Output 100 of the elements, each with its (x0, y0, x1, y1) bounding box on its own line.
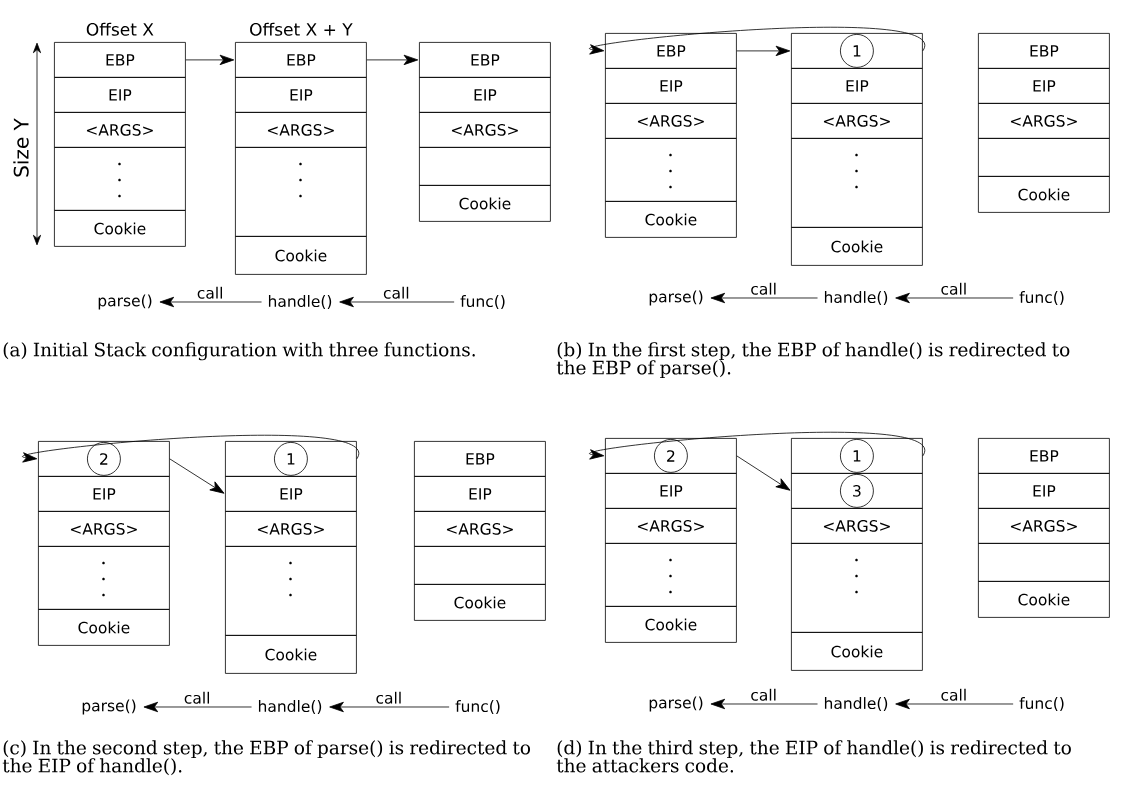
stack-cell (235, 147, 367, 237)
edge-label: call (195, 285, 225, 300)
stack-cell (38, 441, 170, 477)
dimension-label: Size Y (13, 118, 29, 177)
stack-cell: EIP (38, 476, 170, 512)
stack-cell: EBP (605, 33, 737, 69)
stack-cell: Cookie (54, 210, 186, 247)
stack-cell: <ARGS> (978, 103, 1110, 139)
stack-cell: EIP (605, 473, 737, 509)
function-name: parse() (82, 699, 136, 715)
arrow (159, 296, 262, 308)
function-name: func() (1019, 697, 1064, 711)
caption: (c) In the second step, the EBP of parse() is redirected to the EIP of handle(). (2, 740, 531, 776)
stack-cell: Cookie (978, 176, 1110, 213)
arrow (895, 292, 1014, 304)
stack-cell: <ARGS> (791, 103, 923, 139)
edge-label: call (939, 281, 969, 296)
stack-cell: Cookie (414, 584, 546, 621)
stack-cell: <ARGS> (978, 508, 1110, 544)
stack-cell (978, 543, 1110, 582)
arrow (710, 292, 818, 304)
stack-cell: EIP (978, 68, 1110, 104)
arrow (185, 54, 235, 66)
arrow (169, 458, 225, 494)
edge-label: call (939, 687, 969, 702)
stack-cell (54, 147, 186, 211)
stack-cell: EIP (235, 77, 367, 113)
stack-cell (605, 138, 737, 202)
stack-cell: Cookie (419, 185, 551, 222)
arrow (329, 701, 450, 713)
stack-cell: <ARGS> (605, 103, 737, 139)
stack-cell: <ARGS> (54, 112, 186, 148)
stack-cell: Cookie (605, 606, 737, 643)
function-name: parse() (649, 696, 703, 712)
stack-cell: EBP (978, 33, 1110, 69)
stack-cell: EIP (419, 77, 551, 113)
stack-cell: Cookie (791, 227, 923, 266)
stack-cell (791, 33, 923, 69)
stack-cell: EBP (235, 42, 367, 78)
stack-cell (605, 543, 737, 607)
arrow (710, 698, 818, 710)
caption: (d) In the third step, the EIP of handle() is redirected to the attackers code. (556, 740, 1071, 773)
stack-cell: <ARGS> (235, 112, 367, 148)
stack-cell (978, 138, 1110, 177)
stack-cell: Cookie (225, 635, 357, 674)
edge-label: call (182, 690, 212, 705)
edge-label: call (749, 687, 778, 702)
stack-cell: <ARGS> (605, 508, 737, 544)
arrow (736, 45, 791, 57)
stack-cell: <ARGS> (38, 511, 170, 547)
stack-cell (791, 543, 923, 633)
stack-cell (414, 546, 546, 585)
function-name: parse() (649, 290, 703, 306)
function-name: func() (460, 295, 505, 309)
function-name: parse() (98, 294, 152, 310)
stack-cell: Cookie (235, 236, 367, 275)
stack-cell: <ARGS> (414, 511, 546, 547)
stack-cell (419, 147, 551, 186)
stack-cell: EIP (791, 68, 923, 104)
stack-cell (791, 138, 923, 228)
arrow (895, 698, 1014, 710)
arrow (736, 455, 791, 491)
stack-cell: EBP (419, 42, 551, 78)
edge-label: call (749, 281, 778, 296)
function-name: handle() (824, 291, 888, 305)
offset-label: Offset X + Y (250, 22, 353, 36)
stack-cell: EIP (605, 68, 737, 104)
stack-cell: EIP (414, 476, 546, 512)
stack-cell (225, 441, 357, 477)
arrow (339, 296, 455, 308)
stack-cell: EBP (54, 42, 186, 78)
function-name: func() (455, 700, 500, 714)
arrow (589, 26, 924, 55)
function-name: handle() (824, 697, 888, 711)
stack-cell: <ARGS> (419, 112, 551, 148)
arrow (22, 434, 358, 463)
stack-cell: EIP (978, 473, 1110, 509)
edge-label: call (374, 690, 404, 705)
stack-cell: EBP (414, 441, 546, 477)
stack-cell: Cookie (605, 201, 737, 238)
stack-cell: Cookie (38, 609, 170, 646)
stack-cell: Cookie (978, 581, 1110, 618)
function-name: handle() (268, 295, 332, 309)
function-name: func() (1019, 291, 1064, 305)
caption: (b) In the first step, the EBP of handle() is redirected to the EBP of parse(). (556, 342, 1070, 379)
stack-cell: Cookie (791, 632, 923, 671)
stack-cell (791, 438, 923, 474)
stack-cell (791, 473, 923, 509)
arrow (589, 431, 924, 460)
caption: (a) Initial Stack configuration with three functions. (3, 342, 475, 361)
stack-cell: EBP (978, 438, 1110, 474)
offset-label: Offset X (86, 22, 154, 36)
stack-cell: EIP (225, 476, 357, 512)
edge-label: call (382, 285, 411, 300)
stack-cell: <ARGS> (791, 508, 923, 544)
stack-cell (38, 546, 170, 610)
stack-cell (225, 546, 357, 636)
stack-cell (605, 438, 737, 474)
arrow (366, 54, 419, 66)
stack-cell: EIP (54, 77, 186, 113)
